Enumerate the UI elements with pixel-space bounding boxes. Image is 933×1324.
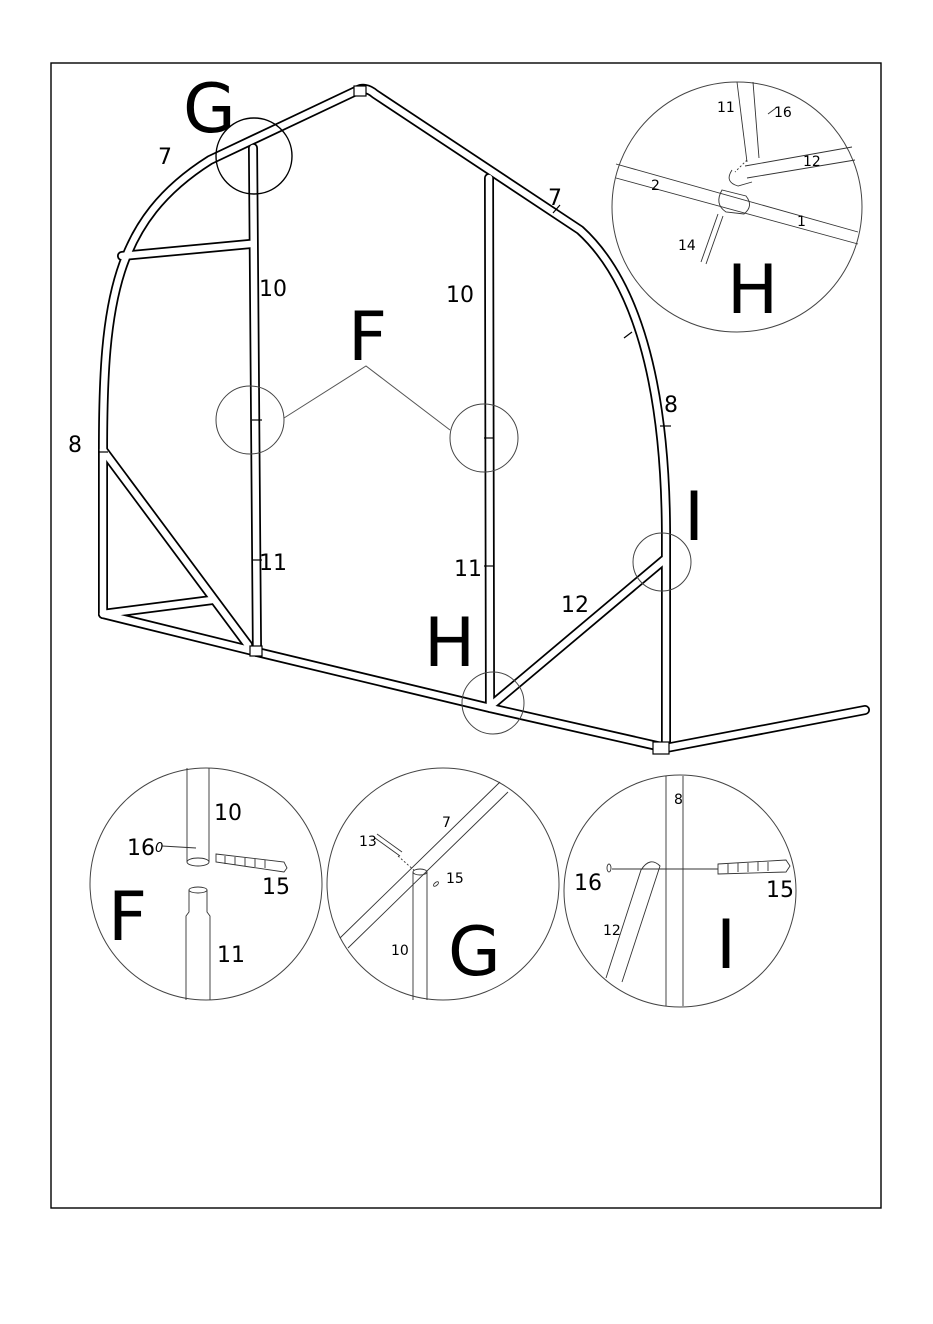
detail-h-letter: H [727,251,778,330]
detail-f-label-16: 16 [127,836,155,861]
detail-f-letter: F [108,878,147,957]
label-rib-7-right: 7 [548,186,562,211]
callout-letter-g: G [183,70,236,149]
detail-i-label-12: 12 [603,923,621,939]
detail-g-label-10: 10 [391,943,409,959]
detail-f: 10 16 0 15 11 F [90,768,322,1000]
detail-i-letter: I [716,906,736,985]
detail-i-label-16: 16 [574,871,602,896]
detail-i: 8 16 15 12 I [564,775,796,1007]
detail-g-label-13: 13 [359,834,377,850]
detail-h-label-2: 2 [651,178,660,194]
label-rib-7-left: 7 [158,145,172,170]
label-upright-10-middle: 10 [446,283,474,308]
detail-g-label-7: 7 [442,815,451,831]
detail-h-label-1: 1 [797,214,806,230]
detail-g-label-15: 15 [446,871,464,887]
detail-f-label-11: 11 [217,943,245,968]
detail-g: 7 13 15 10 G [327,768,559,1000]
label-rib-8-left: 8 [68,433,82,458]
detail-i-label-8: 8 [674,792,683,808]
main-part-labels: 7 7 8 8 10 10 11 11 12 [68,145,678,618]
label-upright-11-left: 11 [259,551,287,576]
callout-letter-f: F [348,298,387,377]
callout-letter-i: I [684,478,704,557]
label-upright-11-middle: 11 [454,557,482,582]
detail-h-label-14: 14 [678,238,696,254]
label-brace-12: 12 [561,593,589,618]
callout-letter-h: H [424,604,475,683]
detail-f-pin-glyph: 0 [155,841,163,856]
label-rib-8-right: 8 [664,393,678,418]
detail-h-label-11: 11 [717,100,735,116]
detail-i-label-15: 15 [766,878,794,903]
detail-h-label-16: 16 [774,105,792,121]
detail-g-letter: G [448,913,501,992]
tube-joint-marks [98,86,671,754]
label-upright-10-left: 10 [259,277,287,302]
detail-g-circle [327,768,559,1000]
detail-h-label-12: 12 [803,154,821,170]
detail-f-label-10: 10 [214,801,242,826]
detail-h: 11 16 12 2 1 14 H [612,82,862,332]
detail-f-label-15: 15 [262,875,290,900]
